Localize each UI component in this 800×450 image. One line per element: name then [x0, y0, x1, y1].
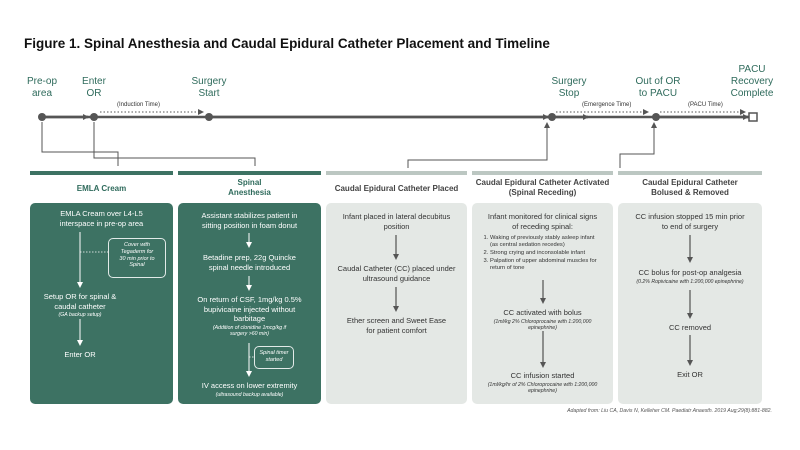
removed-step-1: CC infusion stopped 15 min prior to end … — [635, 212, 745, 231]
header-caudal-removed: Caudal Epidural Catheter Bolused & Remov… — [642, 178, 738, 197]
milestone-dot-preop — [38, 113, 46, 121]
connector-caudal-activated — [407, 122, 550, 168]
milestone-dot-surgery-stop — [548, 113, 556, 121]
spinal-step-4-text: IV access on lower extremity — [201, 381, 298, 390]
activated-step-1-sub: (1ml/kg 2% Chloroprocaine with 1:200,000… — [493, 318, 592, 332]
activated-sign-1: Waking of previously stably asleep infan… — [490, 235, 602, 249]
spinal-step-4: IV access on lower extremity (ultrasound… — [182, 381, 317, 398]
panel-emla — [30, 203, 173, 404]
activated-sign-list: Waking of previously stably asleep infan… — [478, 235, 602, 273]
col-bar-caudal-activated — [472, 171, 613, 175]
emla-step-2-text: Setup OR for spinal & caudal catheter — [43, 292, 117, 311]
spinal-step-1: Assistant stabilizes patient in sitting … — [201, 211, 298, 230]
header-emla-cream: EMLA Cream — [76, 184, 127, 193]
activated-step-1-text: CC activated with bolus — [503, 308, 582, 317]
milestone-square-pacu — [748, 112, 758, 122]
emla-step-3: Enter OR — [64, 350, 96, 359]
activated-sign-3: Palpation of upper abdominal muscles for… — [490, 258, 602, 272]
milestone-out-of-or: Out of OR to PACU — [635, 76, 681, 99]
activated-intro: Infant monitored for clinical signs of r… — [487, 212, 598, 231]
col-bar-spinal — [178, 171, 321, 175]
milestone-pacu-recovery: PACU Recovery Complete — [730, 64, 774, 99]
activated-step-2-text: CC infusion started — [510, 371, 575, 380]
spinal-step-3: On return of CSF, 1mg/kg 0.5% bupivicain… — [182, 295, 317, 338]
spinal-step-3-sub: (Addition of clonidine 1mcg/kg if surger… — [212, 324, 287, 338]
activated-step-1: CC activated with bolus (1ml/kg 2% Chlor… — [476, 308, 609, 332]
col-bar-emla — [30, 171, 173, 175]
connector-spinal — [93, 122, 256, 166]
col-bar-caudal-placed — [326, 171, 467, 175]
milestone-dot-surgery-start — [205, 113, 213, 121]
placed-step-2: Caudal Catheter (CC) placed under ultras… — [337, 264, 456, 283]
header-spinal-anesthesia: Spinal Anesthesia — [228, 178, 271, 197]
emla-step-2: Setup OR for spinal & caudal catheter (G… — [36, 292, 124, 319]
milestone-enter-or: Enter OR — [82, 76, 106, 99]
removed-step-2-sub: (0.2% Ropivicaine with 1:200,000 epineph… — [636, 278, 744, 285]
activated-step-2-sub: (1ml/kg/hr of 2% Chloroprocaine with 1:2… — [487, 381, 598, 395]
header-caudal-activated: Caudal Epidural Catheter Activated (Spin… — [475, 178, 610, 197]
removed-step-2-text: CC bolus for post-op analgesia — [638, 268, 742, 277]
emla-step-1: EMLA Cream over L4-L5 interspace in pre-… — [59, 209, 144, 228]
spinal-step-4-sub: (ultrasound backup available) — [215, 391, 284, 398]
removed-step-2: CC bolus for post-op analgesia (0.2% Rop… — [622, 268, 758, 285]
activated-step-2: CC infusion started (1ml/kg/hr of 2% Chl… — [476, 371, 609, 395]
connector-caudal-removed — [619, 122, 657, 168]
milestone-dot-out-of-or — [652, 113, 660, 121]
spinal-step-2: Betadine prep, 22g Quincke spinal needle… — [203, 253, 296, 272]
header-caudal-placed: Caudal Epidural Catheter Placed — [334, 184, 459, 193]
spinal-step-3-text: On return of CSF, 1mg/kg 0.5% bupivicain… — [197, 295, 302, 323]
figure-title: Figure 1. Spinal Anesthesia and Caudal E… — [24, 36, 550, 51]
milestone-dot-enter-or — [90, 113, 98, 121]
col-bar-caudal-removed — [618, 171, 762, 175]
milestone-surgery-stop: Surgery Stop — [551, 76, 587, 99]
citation: Adapted from: Liu CA, Davis N, Kelleher … — [567, 408, 772, 414]
milestone-surgery-start: Surgery Start — [191, 76, 227, 99]
interval-emergence: (Emergence Time) — [582, 102, 632, 108]
removed-step-3: CC removed — [668, 323, 712, 332]
placed-step-3: Ether screen and Sweet Ease for patient … — [346, 316, 447, 335]
activated-sign-2: Strong crying and inconsolable infant — [490, 250, 602, 257]
spinal-note-timer: Spinal timer started — [254, 346, 294, 369]
interval-pacu: (PACU Time) — [688, 102, 723, 108]
placed-step-1: Infant placed in lateral decubitus posit… — [342, 212, 451, 231]
interval-induction: (Induction Time) — [117, 102, 161, 108]
emla-step-2-sub: (GA backup setup) — [58, 312, 102, 318]
emla-note-tegaderm: Cover with Tegaderm for 30 min prior to … — [108, 238, 166, 278]
milestone-preop-area: Pre-op area — [26, 76, 57, 99]
removed-step-4: Exit OR — [677, 370, 703, 379]
panel-spinal — [178, 203, 321, 404]
connector-emla — [41, 122, 119, 166]
